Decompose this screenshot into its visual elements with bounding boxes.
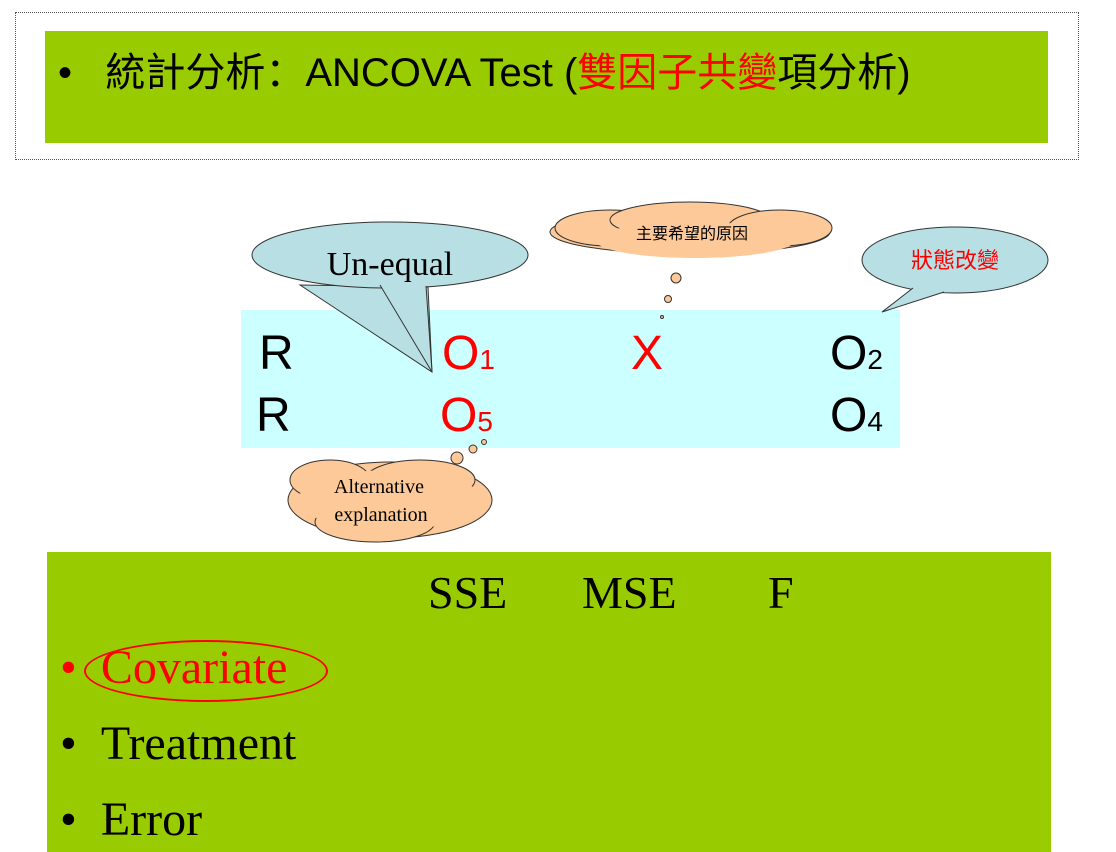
slide-title: • 統計分析：ANCOVA Test (雙因子共變項分析) [58,40,911,98]
main-reason-cloud: 主要希望的原因 [549,201,833,319]
state-change-callout: 狀態改變 [861,226,1049,313]
title-highlight: 雙因子共變 [577,51,778,95]
item-error: • Error [60,793,203,846]
alternative-cloud: Alternative explanation [287,439,493,543]
alt-line2: explanation [334,504,427,526]
item-treatment: • Treatment [60,717,297,770]
header-mse: MSE [582,567,677,618]
main-reason-text: 主要希望的原因 [636,225,748,243]
bullet: • [58,51,73,95]
title-banner [45,31,1048,143]
title-frame [15,12,1079,160]
header-sse: SSE [428,567,508,618]
title-suffix: 項分析) [777,51,911,95]
covariate-highlight-ellipse [84,640,328,702]
design-panel [241,310,900,448]
anova-panel [47,552,1051,852]
unequal-callout: Un-equal [251,221,529,373]
treatment-x: X [631,327,664,380]
state-change-text: 狀態改變 [911,248,999,273]
r-row1: R [259,327,294,380]
header-f: F [768,567,794,618]
o1: O1 [442,327,495,380]
alt-line1: Alternative [334,476,424,498]
o2: O2 [830,327,883,380]
o4: O4 [830,389,883,442]
title-prefix: 統計分析：ANCOVA Test ( [105,51,578,95]
o5: O5 [440,389,493,442]
unequal-text: Un-equal [327,246,454,283]
r-row2: R [256,389,291,442]
